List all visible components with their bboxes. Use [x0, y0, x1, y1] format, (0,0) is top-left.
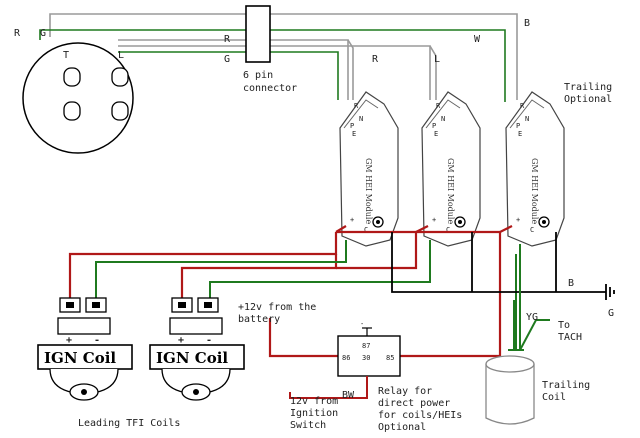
red-power-wires	[68, 225, 513, 358]
wire-label-r-mid: R	[224, 34, 231, 45]
wire-label-g-right: G	[608, 308, 614, 319]
relay: - 87 86 30 85	[337, 320, 401, 377]
coil2-minus: -	[206, 335, 212, 346]
hei1-module-text: GM HEI Module	[364, 158, 373, 224]
six-pin-connector: 6 pin connector	[243, 5, 297, 94]
relay-pin86: 86	[342, 354, 350, 362]
wire-label-g-left: G	[40, 28, 46, 39]
relay-label-1: Relay for	[378, 386, 432, 397]
hei3-plus: +	[516, 216, 520, 224]
hei1-plus: +	[350, 216, 354, 224]
relay-label-2: direct power	[378, 398, 450, 409]
wire-label-r-left: R	[14, 28, 21, 39]
hei1-c: C	[364, 226, 368, 234]
trailing-coil-label-1: Trailing	[542, 380, 590, 391]
relay-ground-mark: -	[360, 320, 364, 328]
distributor-pin-l: L	[118, 50, 124, 61]
hei2-module-text: GM HEI Module	[446, 158, 455, 224]
trailing-optional-label-1: Trailing	[564, 82, 612, 93]
hei1-pin-r: R	[354, 102, 359, 110]
wire-label-g-mid: G	[224, 54, 230, 65]
hei2-pin-e: E	[434, 130, 438, 138]
hei3-module-text: GM HEI Module	[530, 158, 539, 224]
hei-module-1: R N P E GM HEI Module + C	[339, 91, 399, 247]
coil1-minus: -	[94, 335, 100, 346]
relay-label-4: Optional	[378, 422, 426, 433]
relay-pin87: 87	[362, 342, 370, 350]
hei3-pin-e: E	[518, 130, 522, 138]
to-tach-label-1: To	[558, 320, 570, 331]
wire-label-bw: BW	[342, 390, 355, 401]
ignition-label-3: Switch	[290, 420, 326, 431]
hei-module-2: R N P E GM HEI Module + C	[421, 91, 481, 247]
hei2-c: C	[446, 226, 450, 234]
wire-label-r-hei: R	[372, 54, 379, 65]
coil2-plus: +	[178, 335, 184, 346]
relay-label-3: for coils/HEIs	[378, 410, 462, 421]
top-harness	[39, 13, 518, 102]
leading-coils-label: Leading TFI Coils	[78, 418, 180, 429]
battery-label-2: battery	[238, 314, 280, 325]
hei3-pin-n: N	[525, 115, 529, 123]
hei2-pin-r: R	[436, 102, 441, 110]
hei-module-3: R N P E GM HEI Module + C	[505, 91, 565, 247]
wire-label-w: W	[474, 34, 481, 45]
trailing-coil-label-2: Coil	[542, 392, 566, 403]
connector-label-1: 6 pin	[243, 70, 273, 81]
hei1-pin-p: P	[350, 122, 354, 130]
ground-wire	[391, 232, 615, 300]
relay-pin30: 30	[362, 354, 370, 362]
distributor-pin-t: T	[63, 50, 69, 61]
hei3-pin-r: R	[520, 102, 525, 110]
coil1-plus: +	[66, 335, 72, 346]
green-trigger-wires	[95, 240, 524, 351]
coil1-label: IGN Coil	[44, 349, 116, 367]
trailing-optional-label-2: Optional	[564, 94, 612, 105]
hei3-pin-p: P	[516, 122, 520, 130]
wire-label-b-top: B	[524, 18, 530, 29]
ignition-label-1: 12v from	[290, 396, 338, 407]
hei1-pin-e: E	[352, 130, 356, 138]
wire-label-l-hei: L	[434, 54, 440, 65]
hei2-pin-n: N	[441, 115, 445, 123]
hei1-pin-n: N	[359, 115, 363, 123]
battery-label-1: +12v from the	[238, 302, 316, 313]
to-tach-label-2: TACH	[558, 332, 582, 343]
trailing-coil	[485, 355, 535, 425]
wire-label-yg: YG	[526, 312, 538, 323]
bw-wire	[289, 376, 368, 399]
connector-label-2: connector	[243, 83, 297, 94]
ign-coil-2: + - IGN Coil	[149, 297, 245, 401]
ign-coil-1: + - IGN Coil	[37, 297, 133, 401]
wire-label-b-right: B	[568, 278, 574, 289]
distributor-cap: T L	[22, 42, 134, 154]
relay-pin85: 85	[386, 354, 394, 362]
ignition-label-2: Ignition	[290, 408, 338, 419]
hei3-c: C	[530, 226, 534, 234]
yg-wire	[519, 290, 550, 351]
hei2-plus: +	[432, 216, 436, 224]
hei2-pin-p: P	[432, 122, 436, 130]
coil2-label: IGN Coil	[156, 349, 228, 367]
